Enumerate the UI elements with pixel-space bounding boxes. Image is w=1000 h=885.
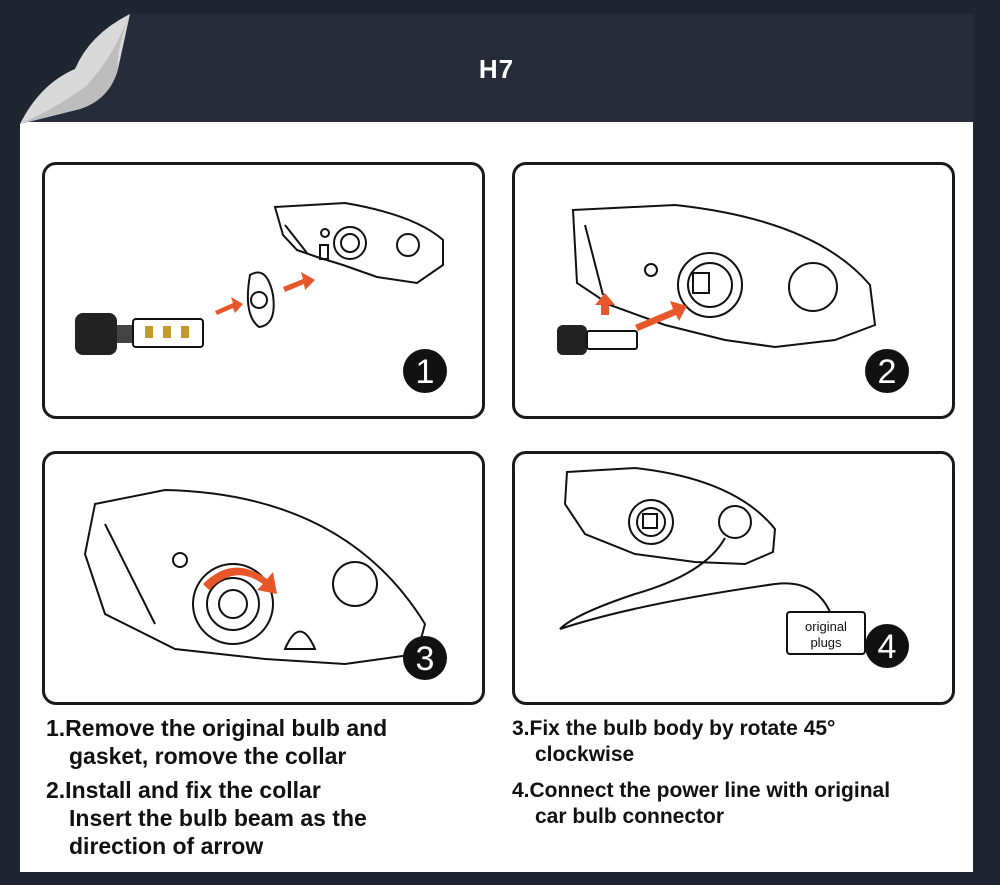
headlight-housing bbox=[563, 466, 777, 566]
step-4-line-1: 4.Connect the power line with original bbox=[512, 779, 891, 802]
step-number-3: 3 bbox=[416, 640, 435, 678]
step-3-line-2: clockwise bbox=[535, 743, 635, 766]
instructions-left: 1.Remove the original bulb and gasket, r… bbox=[46, 714, 486, 866]
instruction-sheet: H7 bbox=[20, 14, 973, 872]
step-2-line-1: 2.Install and fix the collar bbox=[46, 777, 321, 803]
step-number-2: 2 bbox=[878, 353, 897, 391]
page-title: H7 bbox=[478, 54, 515, 84]
headlight-housing bbox=[83, 488, 427, 666]
arrow-up bbox=[595, 293, 615, 315]
bulb-assembly bbox=[557, 325, 638, 355]
step4-panel: original plugs 4 bbox=[512, 451, 955, 705]
power-cable bbox=[559, 537, 831, 630]
arrow-1a bbox=[215, 297, 243, 315]
headlight-housing bbox=[571, 203, 877, 349]
headlight-housing bbox=[273, 201, 444, 285]
instructions-right: 3.Fix the bulb body by rotate 45° clockw… bbox=[512, 716, 967, 836]
step-number-4: 4 bbox=[878, 628, 897, 666]
page-curl-decoration bbox=[20, 14, 130, 124]
step-4-line-2: car bulb connector bbox=[535, 805, 725, 828]
header-bar: H7 bbox=[20, 14, 973, 122]
original-plugs-box bbox=[786, 611, 866, 655]
step-1-line-2: gasket, romove the collar bbox=[69, 743, 347, 769]
step1-panel: 1 bbox=[42, 162, 485, 419]
gasket bbox=[246, 271, 275, 329]
step-2-line-2: Insert the bulb beam as the bbox=[69, 805, 367, 831]
step-2-line-3: direction of arrow bbox=[69, 833, 264, 859]
plug-label-line2: plugs bbox=[810, 635, 842, 650]
arrow-1b bbox=[283, 272, 315, 292]
plug-label-line1: original bbox=[805, 619, 847, 634]
step-3-line-1: 3.Fix the bulb body by rotate 45° bbox=[512, 717, 836, 740]
step-2-text: 2.Install and fix the collar Insert the … bbox=[46, 776, 486, 860]
step-1-line-1: 1.Remove the original bulb and bbox=[46, 715, 388, 741]
step-number-1: 1 bbox=[416, 353, 435, 391]
step-1-text: 1.Remove the original bulb and gasket, r… bbox=[46, 714, 486, 770]
bulb-assembly bbox=[75, 313, 204, 355]
step2-panel: 2 bbox=[512, 162, 955, 419]
arrow-2 bbox=[635, 301, 687, 331]
step3-panel: 3 bbox=[42, 451, 485, 705]
step-4-text: 4.Connect the power line with original c… bbox=[512, 778, 967, 830]
step-3-text: 3.Fix the bulb body by rotate 45° clockw… bbox=[512, 716, 967, 768]
rotate-arrow bbox=[203, 567, 277, 594]
